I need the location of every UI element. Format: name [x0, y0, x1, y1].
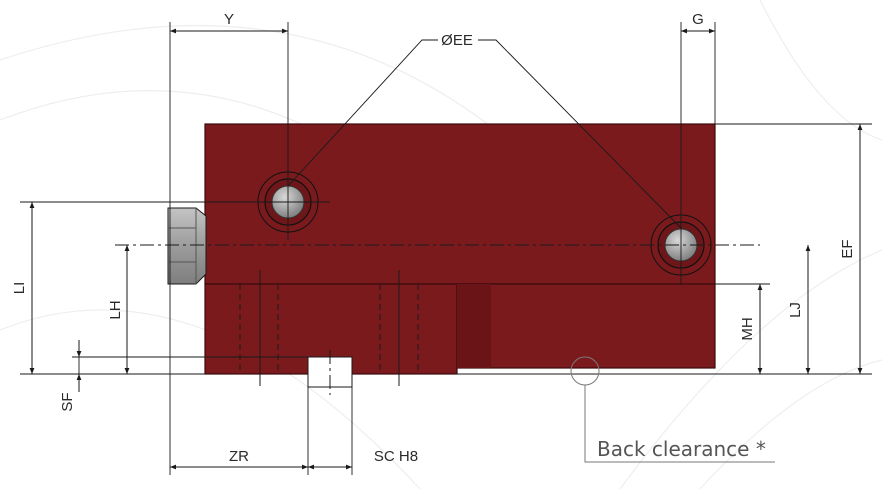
oee-label: ØEE [441, 32, 473, 49]
mh-label: MH [739, 317, 756, 340]
bolt-hole-centerlines [259, 270, 400, 386]
port-fitting [167, 207, 207, 285]
lj-label: LJ [787, 302, 804, 318]
body-lower-right [456, 283, 716, 369]
zr-label: ZR [229, 448, 249, 465]
y-label: Y [224, 11, 234, 28]
g-label: G [692, 11, 704, 28]
hidden-lines [239, 284, 419, 374]
body-lower-shade [457, 284, 491, 368]
li-label: LI [11, 282, 28, 295]
sf-label: SF [59, 392, 76, 411]
cylinder-body [204, 123, 716, 375]
back-clearance-label: Back clearance * [597, 437, 766, 461]
oee-leader [287, 39, 682, 229]
back-clearance-callout [570, 356, 775, 463]
sc-label: SC H8 [374, 448, 418, 465]
lh-label: LH [107, 300, 124, 319]
ef-label: EF [839, 239, 856, 258]
